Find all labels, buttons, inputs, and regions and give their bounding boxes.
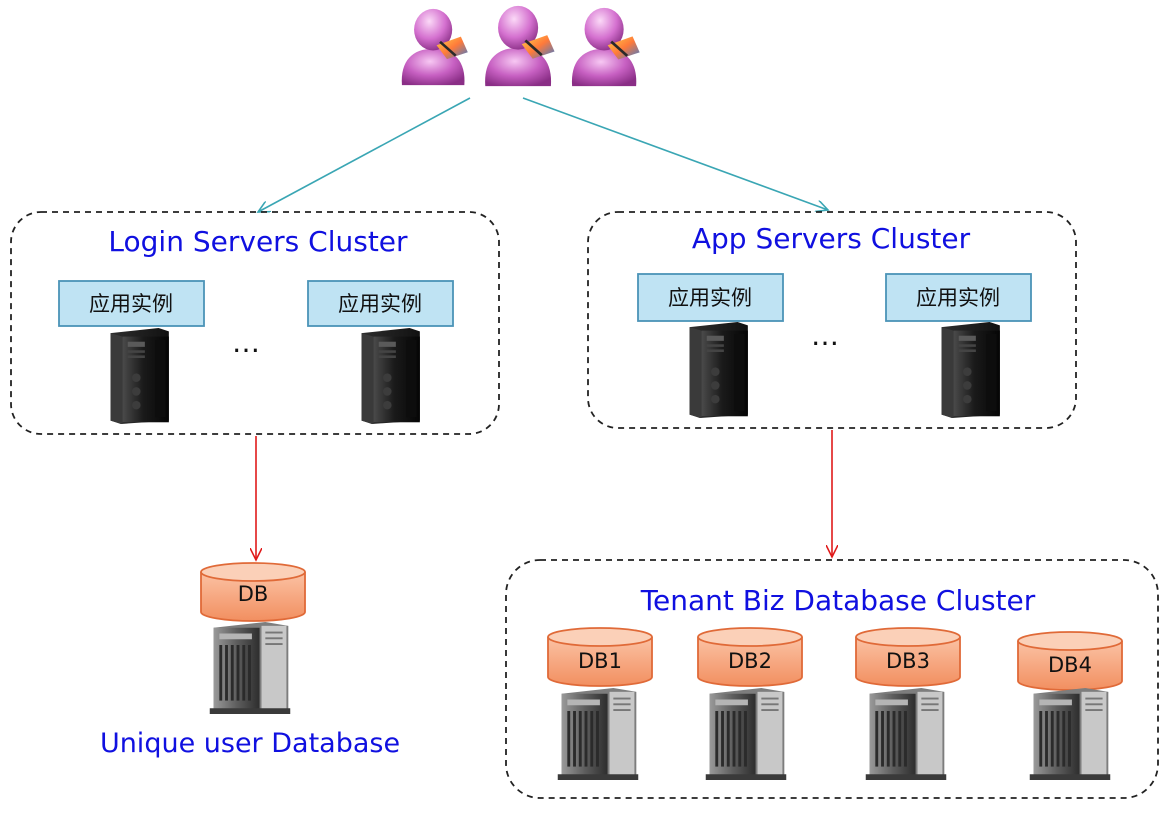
server-icon [688, 322, 749, 418]
cluster-title: App Servers Cluster [692, 222, 971, 255]
ellipsis: … [232, 326, 260, 359]
server-icon [109, 328, 170, 424]
cluster-border [505, 559, 1159, 799]
instance-label-box [637, 273, 784, 322]
database-server-icon [209, 622, 291, 714]
user-icon [570, 6, 642, 88]
users-group [400, 4, 642, 88]
unique-user-database: DB Unique user Database [100, 562, 400, 759]
database-server-icon [865, 688, 947, 780]
server-icon [940, 322, 1001, 418]
db-label: DB [238, 582, 269, 606]
db-label: DB2 [728, 649, 772, 673]
app-servers-cluster: App Servers Cluster 应用实例 … 应用实例 [587, 211, 1077, 429]
instance-label-box [885, 273, 1032, 322]
instance-label: 应用实例 [338, 292, 422, 316]
instance-label: 应用实例 [668, 286, 752, 310]
tenant-db-2: DB2 [697, 627, 803, 780]
database-server-icon [1029, 688, 1111, 780]
instance-label: 应用实例 [916, 286, 1000, 310]
instance-label-box [307, 280, 454, 327]
db-label: DB4 [1048, 653, 1092, 677]
arrow-users-to-login [258, 97, 471, 212]
arrow-users-to-app [522, 97, 828, 210]
database-title: Unique user Database [100, 728, 400, 759]
server-icon [360, 328, 421, 424]
db-label: DB1 [578, 649, 622, 673]
db-cylinder [200, 562, 306, 622]
tenant-db-3: DB3 [855, 627, 961, 780]
tenant-db-1: DB1 [547, 627, 653, 780]
db-label: DB3 [886, 649, 930, 673]
database-server-icon [557, 688, 639, 780]
cluster-title: Login Servers Cluster [108, 225, 408, 258]
user-icon [400, 7, 470, 87]
cluster-title: Tenant Biz Database Cluster [640, 584, 1036, 617]
database-server-icon [705, 688, 787, 780]
ellipsis: … [811, 319, 839, 352]
user-icon [483, 4, 557, 88]
instance-label: 应用实例 [89, 292, 173, 316]
tenant-biz-database-cluster: Tenant Biz Database Cluster DB1 DB2 DB3 … [505, 559, 1159, 799]
tenant-db-4: DB4 [1017, 631, 1123, 780]
instance-label-box [58, 280, 205, 327]
cluster-border [10, 211, 500, 435]
login-servers-cluster: Login Servers Cluster 应用实例 … 应用实例 [10, 211, 500, 435]
cluster-border [587, 211, 1077, 429]
